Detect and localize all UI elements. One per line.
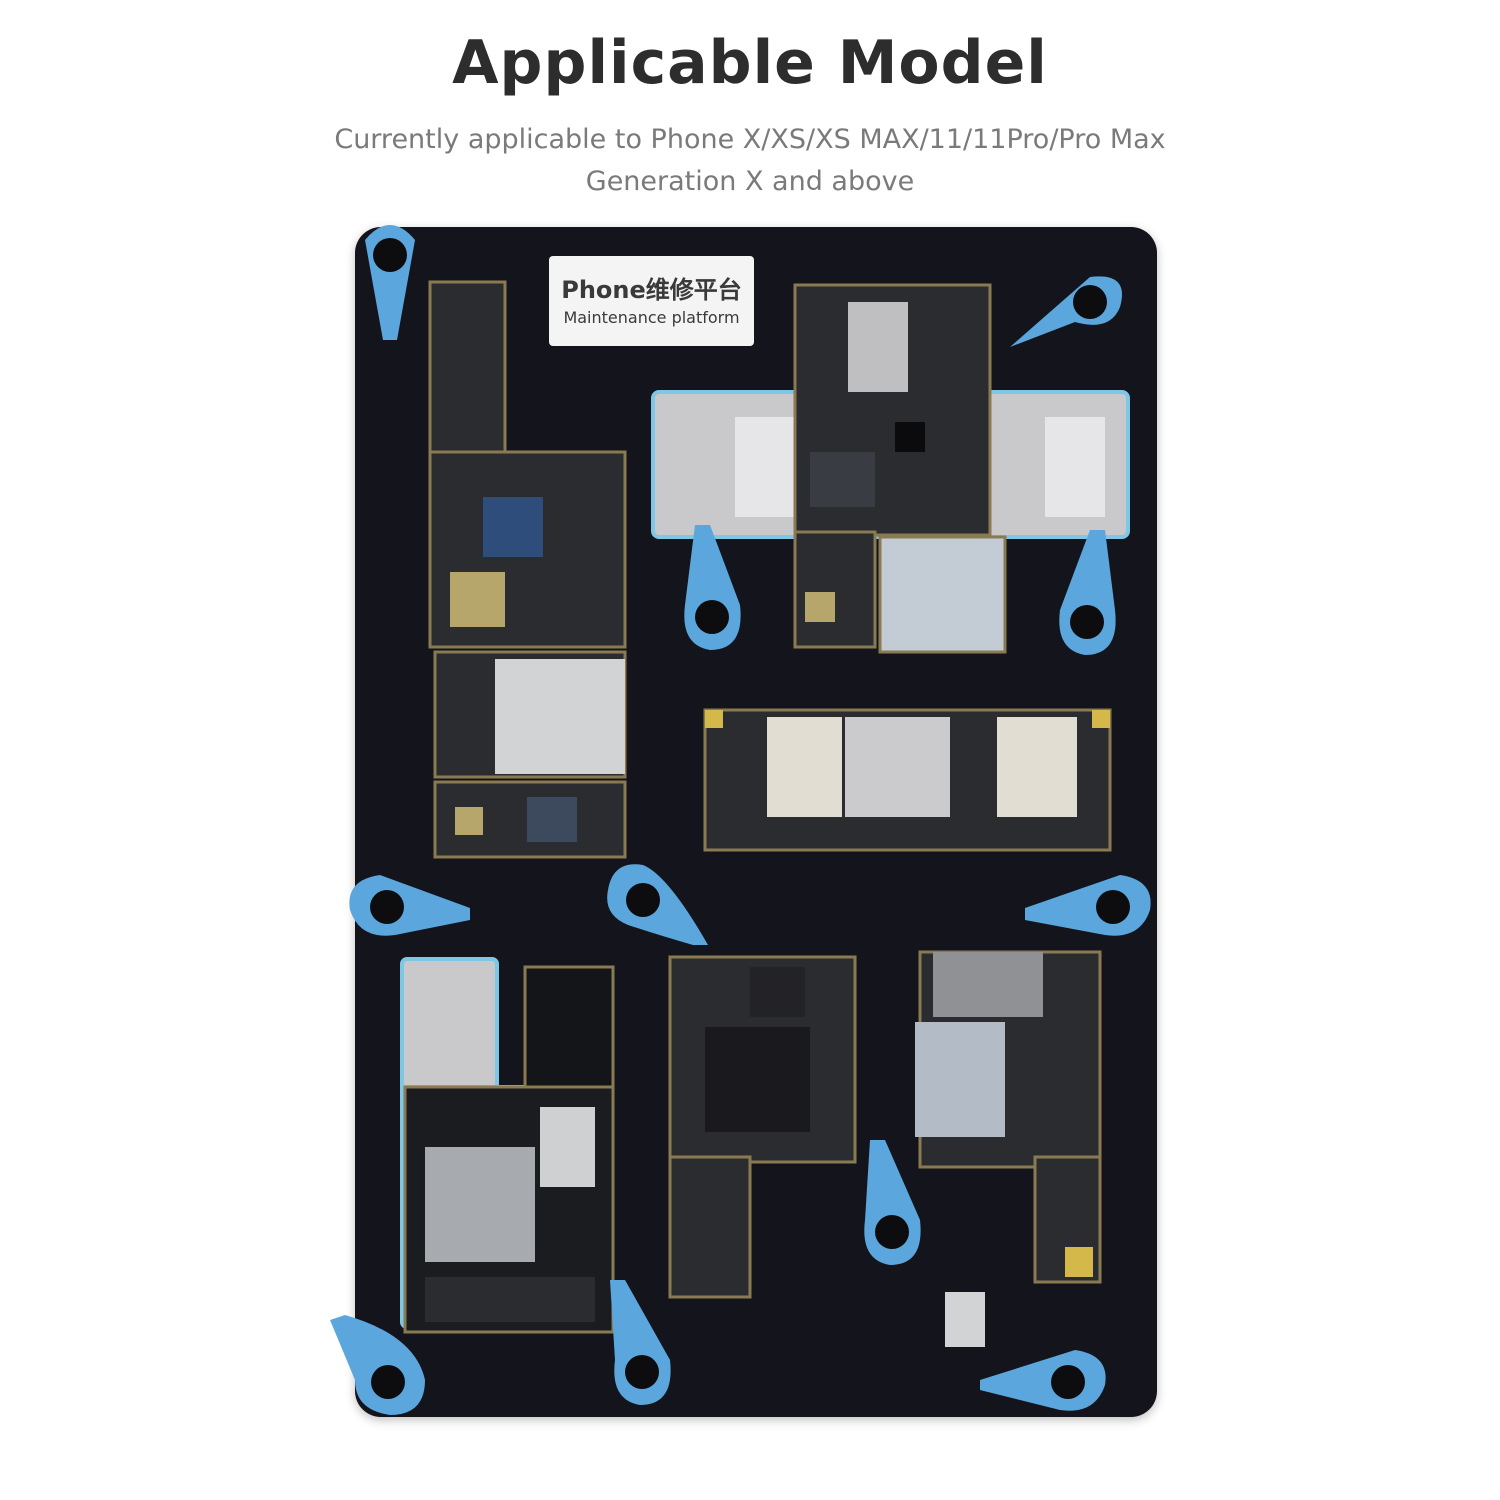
page-title: Applicable Model xyxy=(452,28,1048,98)
platform-label: Phone维修平台 Maintenance platform xyxy=(549,256,754,346)
fixture-drawing xyxy=(400,280,1130,1347)
board-clamp[interactable] xyxy=(975,1345,1110,1420)
repair-fixture: Phone维修平台 Maintenance platform xyxy=(355,227,1157,1417)
subtitle-models: Currently applicable to Phone X/XS/XS MA… xyxy=(334,124,1166,155)
board-clamp[interactable] xyxy=(1050,530,1125,660)
subtitle-generation: Generation X and above xyxy=(585,166,915,197)
board-clamp[interactable] xyxy=(1000,262,1130,362)
platform-label-en: Maintenance platform xyxy=(563,308,740,327)
board-clamp[interactable] xyxy=(855,1140,930,1270)
board-clamp[interactable] xyxy=(675,525,750,655)
board-clamp[interactable] xyxy=(345,870,475,945)
board-clamp[interactable] xyxy=(605,1280,680,1410)
board-clamp[interactable] xyxy=(1020,870,1155,945)
logic-board-1 xyxy=(428,280,627,859)
board-clamp[interactable] xyxy=(355,210,425,350)
platform-label-cn: Phone维修平台 xyxy=(561,276,742,304)
logic-board-4 xyxy=(403,965,615,1334)
logic-board-3 xyxy=(703,708,1112,852)
board-clamp[interactable] xyxy=(330,1310,430,1420)
logic-board-2 xyxy=(793,283,1007,654)
logic-board-6 xyxy=(915,950,1102,1347)
logic-board-5 xyxy=(668,955,857,1299)
board-clamp[interactable] xyxy=(598,860,713,950)
